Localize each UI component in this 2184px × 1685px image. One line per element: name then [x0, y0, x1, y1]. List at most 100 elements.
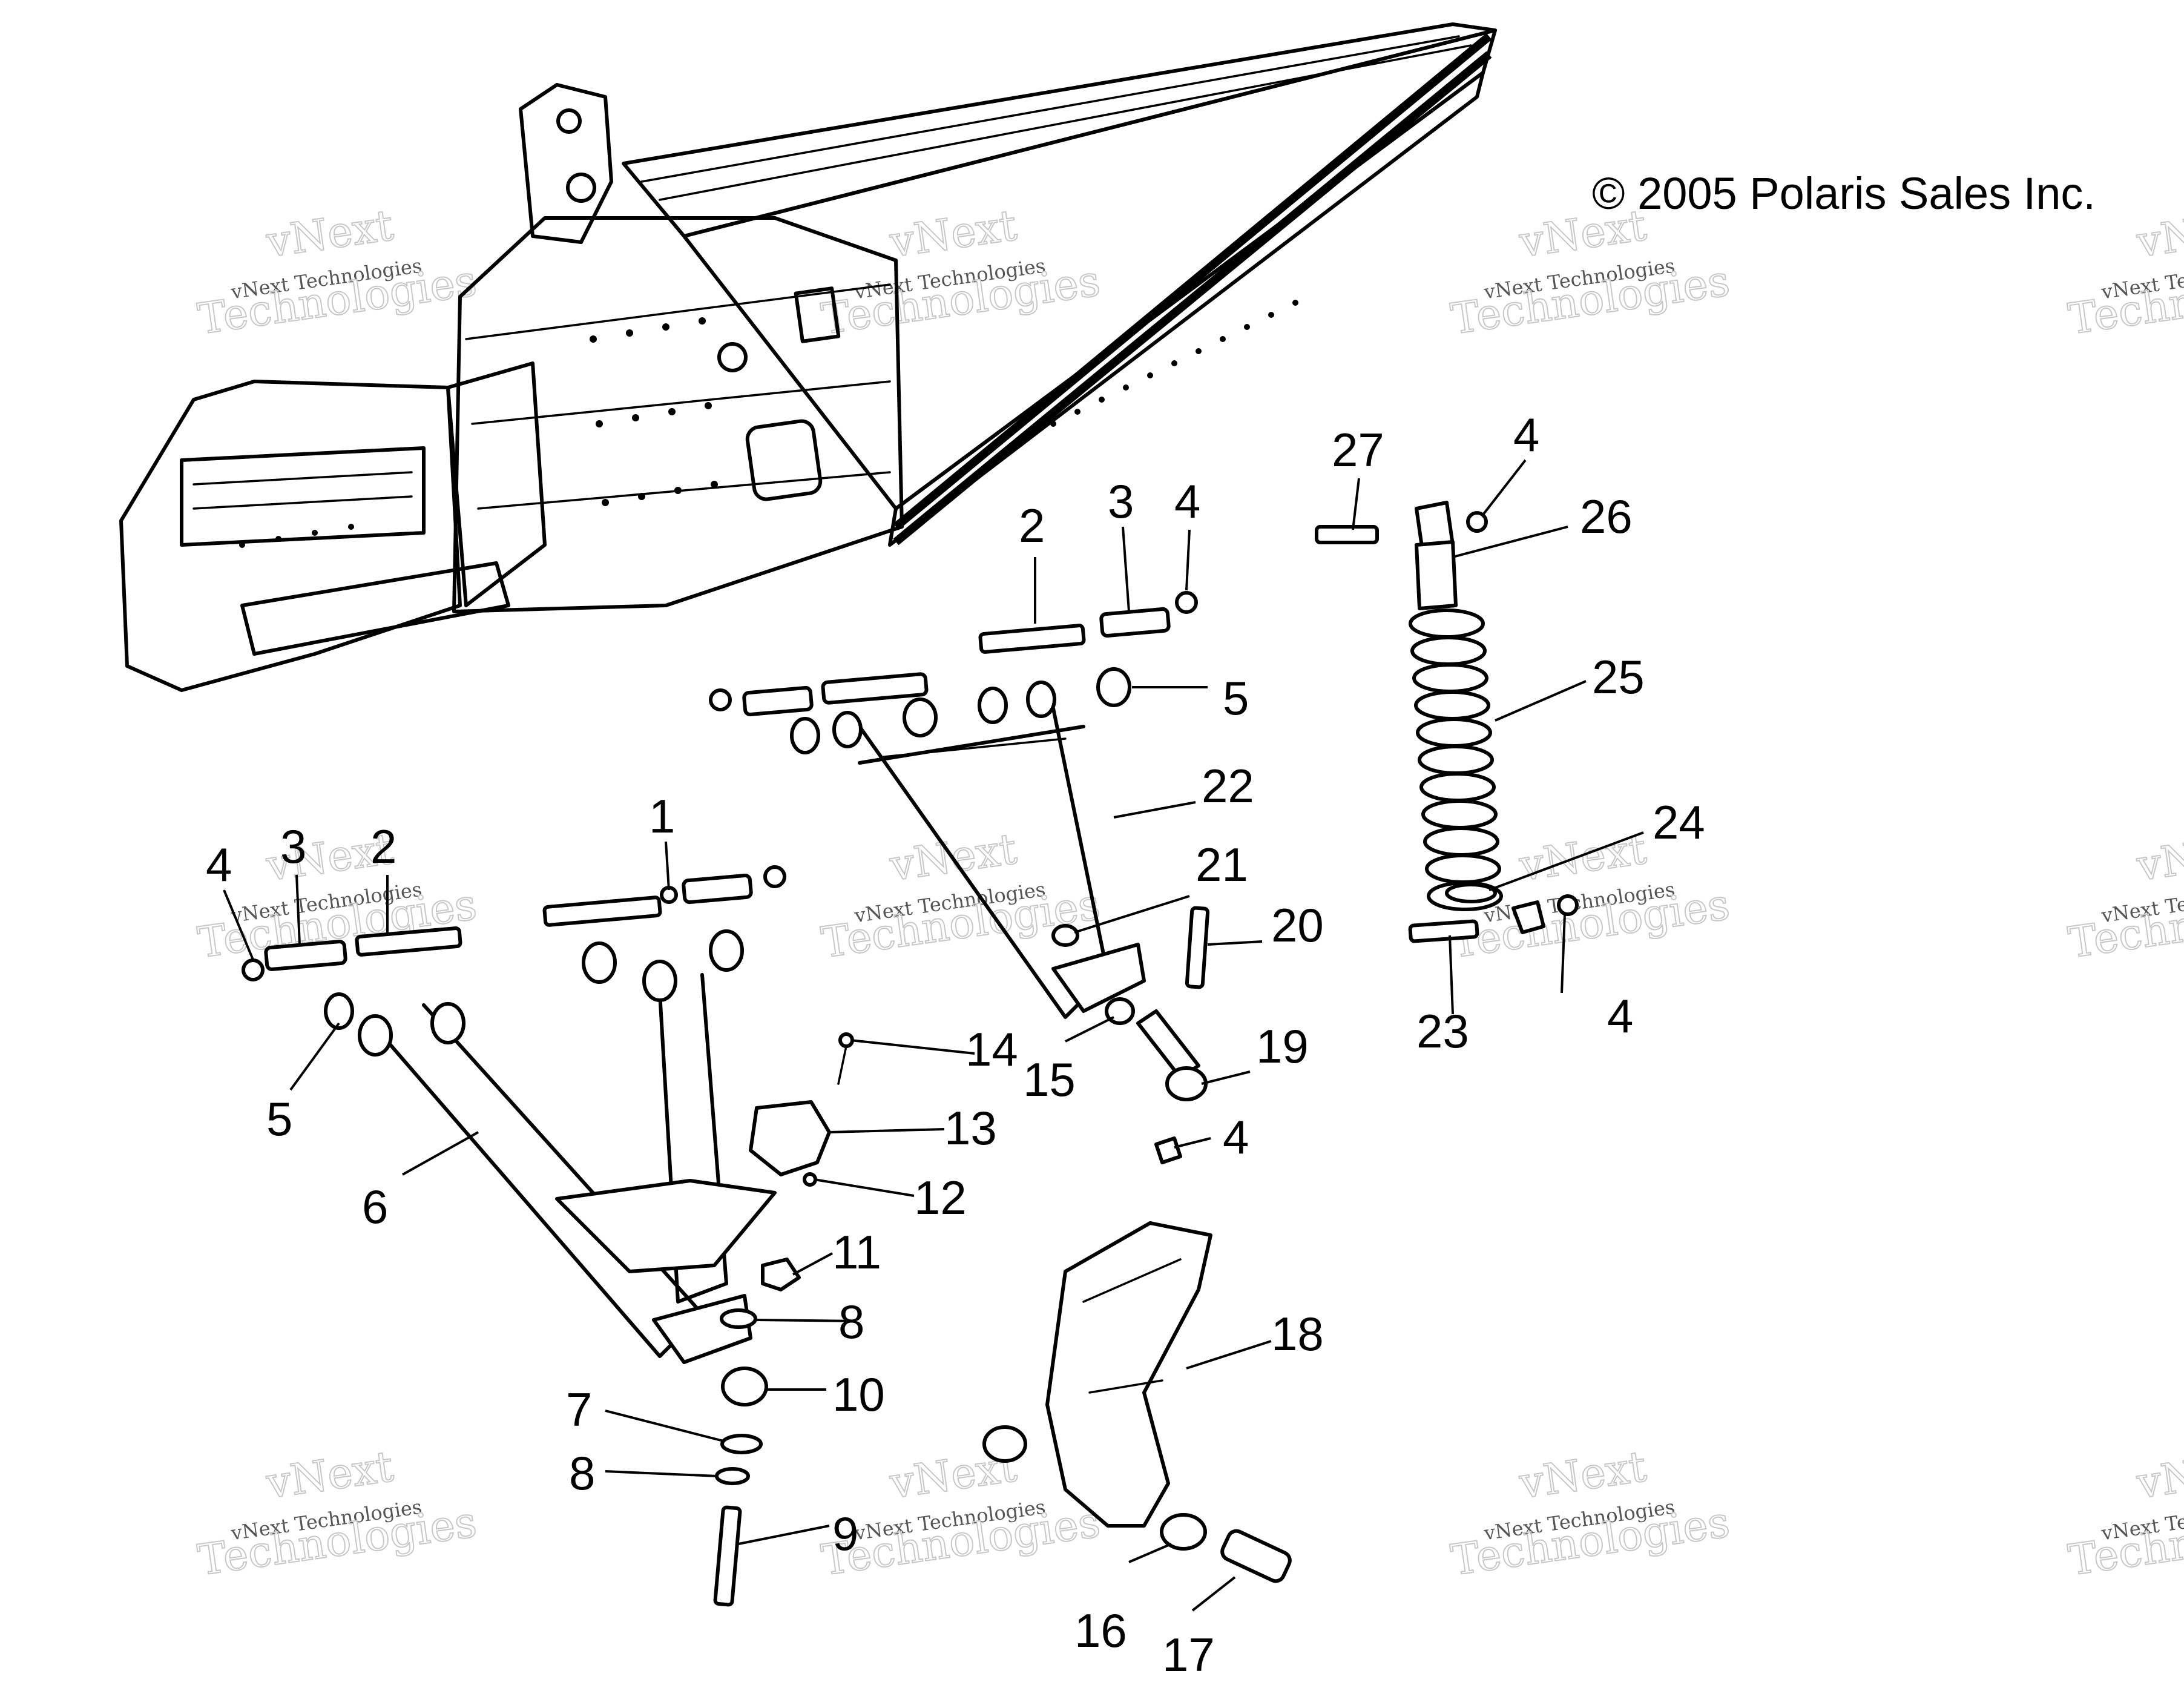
lower-ball-joint: [721, 1367, 768, 1406]
watermark: vNext vNext Technologies Technologies: [2065, 823, 2184, 968]
svg-text:Technologies: Technologies: [2065, 1497, 2184, 1585]
svg-text:vNext: vNext: [263, 200, 396, 268]
shock-lower-bolt: [1408, 919, 1479, 943]
svg-text:Technologies: Technologies: [2065, 256, 2184, 344]
lower-nut: [242, 958, 265, 981]
svg-text:vNext: vNext: [2133, 200, 2184, 268]
callout-24: 24: [1653, 796, 1705, 849]
bushing: [709, 929, 744, 972]
callout-11: 11: [832, 1225, 881, 1279]
lower-rear-nut: [763, 865, 786, 888]
callout-25: 25: [1592, 650, 1645, 704]
callout-12: 12: [914, 1171, 967, 1224]
lower-a-arm-gusset: [555, 1179, 777, 1273]
leader-lines: [223, 459, 1644, 1612]
spindle-bolt: [713, 1505, 742, 1607]
callout-3: 3: [280, 820, 306, 873]
shock-spring: [1409, 608, 1503, 911]
callout-14: 14: [965, 1023, 1018, 1076]
callout-4: 4: [1513, 408, 1539, 461]
upper-front-sleeve: [1099, 607, 1171, 638]
spindle-bushing-lower: [1160, 1513, 1207, 1551]
shock-upper-nut: [1466, 511, 1488, 533]
callout-22: 22: [1202, 759, 1254, 813]
lower-rear-sleeve: [682, 873, 753, 905]
ski-spindle: [982, 1221, 1292, 1583]
lower-sleeve: [264, 940, 347, 971]
watermark: vNext vNext Technologies Technologies: [1447, 1441, 1733, 1586]
washer-lower: [715, 1467, 750, 1485]
bushing: [832, 711, 863, 748]
washer-upper: [720, 1308, 757, 1329]
lower-bolt: [355, 926, 462, 957]
bushing: [642, 960, 677, 1002]
jam-nut: [1051, 924, 1079, 947]
upper-front-bolt: [978, 624, 1086, 654]
spindle-bushing-upper: [982, 1425, 1027, 1463]
bushing: [582, 941, 617, 984]
svg-text:vNext: vNext: [1516, 824, 1649, 891]
svg-text:vNext: vNext: [886, 200, 1019, 268]
chassis-frame: [119, 22, 1497, 692]
callout-23: 23: [1416, 1004, 1469, 1058]
callout-13: 13: [944, 1101, 997, 1155]
steering-stop-bracket: [749, 1032, 854, 1187]
lower-ball-joint-hardware: [713, 1258, 801, 1607]
tie-rod-bolt: [1185, 906, 1210, 989]
callout-17: 17: [1162, 1628, 1215, 1681]
castle-nut: [761, 1258, 801, 1291]
callout-16: 16: [1074, 1604, 1127, 1657]
upper-front-nut: [1175, 591, 1198, 614]
nut-4: [1154, 1136, 1182, 1164]
shock-upper-bolt: [1315, 525, 1379, 544]
callout-21: 21: [1196, 838, 1248, 891]
lower-a-arm-rear-tube: [658, 973, 728, 1304]
shock-body: [1415, 540, 1458, 610]
bushing: [978, 687, 1008, 724]
spindle-sleeve: [1220, 1529, 1292, 1583]
shock-lower-nut: [1557, 894, 1579, 916]
callout-labels: 1 2 2 3 3 4 4 4 4 4 5 5 6 7 8 8 9 10 11 …: [206, 408, 1705, 1681]
rivet-dots: [239, 300, 1298, 548]
callout-1: 1: [649, 790, 675, 843]
bushing: [324, 992, 354, 1030]
bushing: [1096, 667, 1131, 707]
callout-5: 5: [266, 1092, 292, 1146]
watermark: vNext vNext Technologies Technologies: [818, 200, 1104, 345]
shock-absorber-assembly: [1315, 501, 1579, 943]
bushing: [430, 1002, 465, 1044]
callout-19: 19: [1256, 1020, 1309, 1073]
bushing: [790, 717, 820, 754]
svg-text:vNext: vNext: [263, 1442, 396, 1509]
callout-4: 4: [1174, 475, 1200, 528]
svg-text:vNext: vNext: [2133, 1442, 2184, 1509]
tie-rod-end: [1136, 1009, 1200, 1080]
bushing: [903, 697, 938, 737]
snap-ring: [720, 1434, 763, 1454]
callout-8: 8: [569, 1446, 595, 1500]
watermark: vNext vNext Technologies Technologies: [2065, 1441, 2184, 1586]
upper-a-arm-assembly: [709, 591, 1198, 1019]
callout-7: 7: [566, 1383, 592, 1436]
callout-10: 10: [832, 1368, 885, 1421]
tie-rod-hardware: [1051, 906, 1210, 1164]
callout-8: 8: [838, 1295, 864, 1348]
callout-6: 6: [362, 1180, 388, 1233]
callout-2: 2: [1019, 499, 1045, 552]
upper-nut: [709, 688, 732, 711]
upper-bushing-sleeve: [742, 685, 814, 717]
callout-9: 9: [832, 1507, 858, 1560]
callout-2: 2: [370, 820, 396, 873]
nut-small: [803, 1172, 817, 1187]
svg-text:vNext: vNext: [2133, 824, 2184, 891]
watermark: vNext vNext Technologies Technologies: [194, 1441, 480, 1586]
lower-rear-bolt: [542, 895, 662, 927]
bushing: [1026, 681, 1056, 718]
upper-pivot-bolt: [821, 672, 929, 705]
watermark: vNext vNext Technologies Technologies: [194, 200, 480, 345]
lower-arm-spindle-mount: [652, 1294, 752, 1364]
callout-4: 4: [1607, 989, 1633, 1043]
spring-retainer: [1445, 883, 1497, 903]
callout-5: 5: [1223, 671, 1249, 725]
